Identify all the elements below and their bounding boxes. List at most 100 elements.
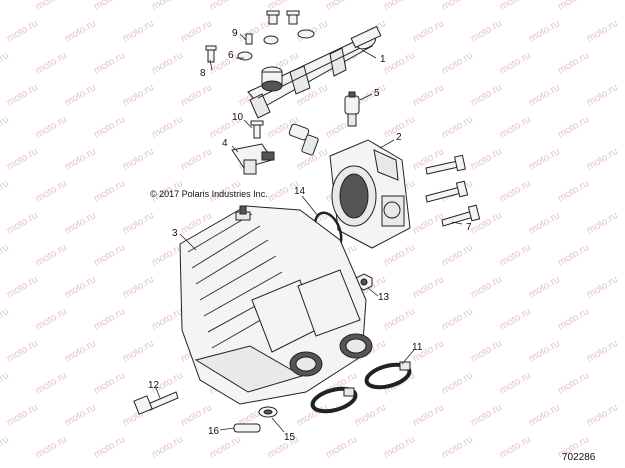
watermark-text: moto.ru [440,242,475,268]
watermark-text: moto.ru [0,242,11,268]
watermark-text: moto.ru [411,18,446,44]
watermark-text: moto.ru [5,82,40,108]
throttle-bolts[interactable] [425,154,481,227]
watermark-text: moto.ru [498,370,533,396]
watermark-text: moto.ru [411,210,446,236]
watermark-text: moto.ru [324,0,359,13]
watermark-text: moto.ru [208,0,243,13]
watermark-text: moto.ru [179,402,214,428]
callout-3: 3 [172,228,178,239]
watermark-text: moto.ru [382,50,417,76]
watermark-text: moto.ru [0,306,11,332]
manifold-bolt[interactable] [133,391,179,415]
watermark-text: moto.ru [556,306,591,332]
watermark-text: moto.ru [527,82,562,108]
watermark-text: moto.ru [0,114,11,140]
watermark-text: moto.ru [527,402,562,428]
watermark-text: moto.ru [0,50,11,76]
watermark-text: moto.ru [63,274,98,300]
callout-6: 6 [228,50,234,61]
watermark-text: moto.ru [34,0,69,13]
fuel-pressure-fitting[interactable] [261,66,283,92]
watermark-text: moto.ru [527,146,562,172]
watermark-text: moto.ru [179,82,214,108]
fuel-rail[interactable] [247,25,382,119]
watermark-text: moto.ru [382,0,417,13]
watermark-text: moto.ru [0,434,11,460]
hose-clamps[interactable] [310,361,412,416]
sensor-screw[interactable] [250,120,264,139]
copyright-text: © 2017 Polaris Industries Inc. [150,189,268,199]
watermark-text: moto.ru [92,178,127,204]
callout-8: 8 [200,68,206,79]
watermark-text: moto.ru [63,338,98,364]
watermark-text: moto.ru [34,370,69,396]
watermark-text: moto.ru [556,178,591,204]
watermark-text: moto.ru [585,82,620,108]
watermark-text: moto.ru [324,434,359,460]
callout-4: 4 [222,138,228,149]
watermark-text: moto.ru [5,274,40,300]
watermark-text: moto.ru [469,18,504,44]
watermark-text: moto.ru [585,338,620,364]
watermark-text: moto.ru [498,0,533,13]
watermark-text: moto.ru [353,402,388,428]
watermark-text: moto.ru [5,18,40,44]
watermark-text: moto.ru [34,434,69,460]
watermark-text: moto.ru [63,146,98,172]
callout-10: 10 [232,112,244,123]
watermark-text: moto.ru [498,50,533,76]
watermark-text: moto.ru [63,18,98,44]
callout-2: 2 [396,132,402,143]
watermark-text: moto.ru [498,306,533,332]
watermark-text: moto.ru [585,274,620,300]
watermark-text: moto.ru [34,114,69,140]
watermark-text: moto.ru [498,178,533,204]
map-sensor[interactable] [231,143,275,175]
watermark-text: moto.ru [469,274,504,300]
watermark-text: moto.ru [34,242,69,268]
watermark-text: moto.ru [469,338,504,364]
watermark-text: moto.ru [585,210,620,236]
pin[interactable] [233,423,261,433]
watermark-text: moto.ru [585,18,620,44]
throttle-body[interactable] [329,139,411,249]
watermark-text: moto.ru [92,242,127,268]
watermark-text: moto.ru [498,114,533,140]
watermark-text: moto.ru [498,434,533,460]
watermark-text: moto.ru [527,338,562,364]
watermark-text: moto.ru [498,242,533,268]
callout-7: 7 [466,222,472,233]
fuel-injector-lower[interactable] [288,123,319,156]
watermark-text: moto.ru [92,370,127,396]
watermark-text: moto.ru [34,306,69,332]
watermark-text: moto.ru [469,146,504,172]
watermark-text: moto.ru [121,18,156,44]
watermark-text: moto.ru [440,434,475,460]
watermark-text: moto.ru [556,242,591,268]
grommet[interactable] [258,406,278,418]
watermark-text: moto.ru [5,146,40,172]
fuel-injector-upper[interactable] [344,91,360,127]
intake-manifold[interactable] [179,205,373,405]
watermark-text: moto.ru [63,82,98,108]
watermark-text: moto.ru [150,50,185,76]
watermark-text: moto.ru [121,210,156,236]
watermark-text: moto.ru [150,306,185,332]
watermark-text: moto.ru [556,370,591,396]
watermark-text: moto.ru [527,210,562,236]
watermark-text: moto.ru [63,402,98,428]
callout-15: 15 [284,432,296,443]
watermark-text: moto.ru [34,178,69,204]
watermark-text: moto.ru [0,178,11,204]
callout-13: 13 [378,292,390,303]
watermark-text: moto.ru [34,50,69,76]
watermark-text: moto.ru [92,434,127,460]
watermark-text: moto.ru [5,210,40,236]
callouts: 1 2 3 4 5 6 7 8 9 10 11 12 13 14 15 16 [148,28,472,443]
watermark-text: moto.ru [150,114,185,140]
watermark-text: moto.ru [208,434,243,460]
watermark-text: moto.ru [382,306,417,332]
watermark-text: moto.ru [440,0,475,13]
callout-14: 14 [294,186,306,197]
